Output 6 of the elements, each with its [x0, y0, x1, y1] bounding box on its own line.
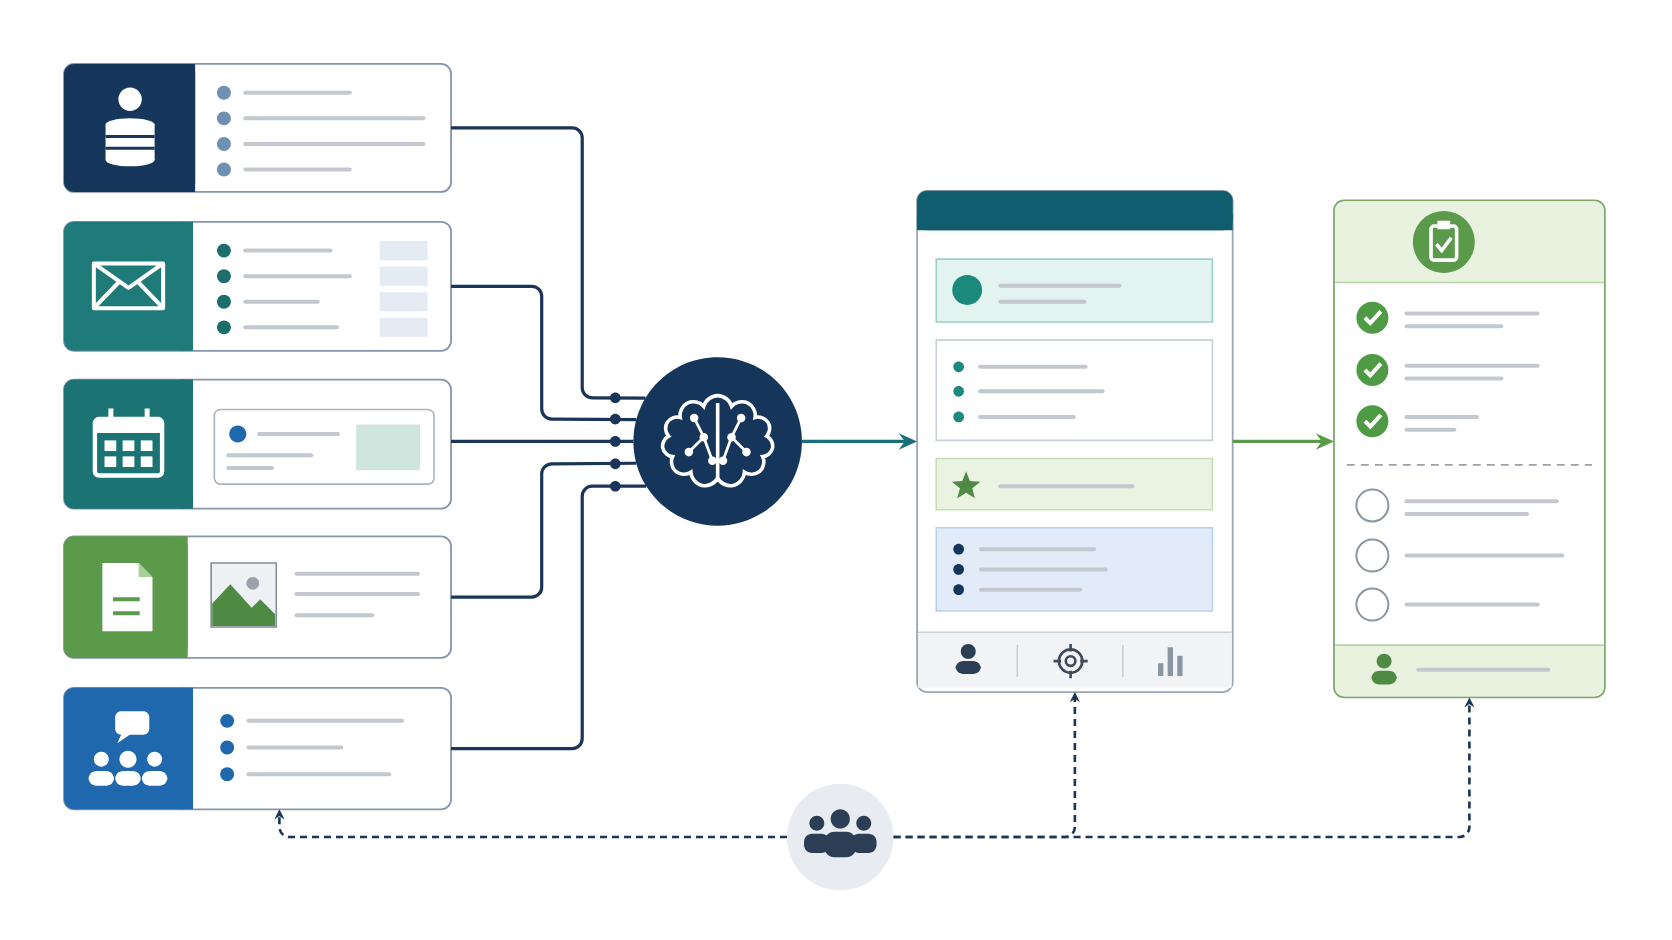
connector-line [451, 484, 647, 750]
connector-line [451, 461, 637, 599]
brain-badge [633, 356, 802, 526]
connector-line [451, 126, 646, 400]
connector-line [451, 284, 637, 421]
connector-line [451, 439, 634, 443]
